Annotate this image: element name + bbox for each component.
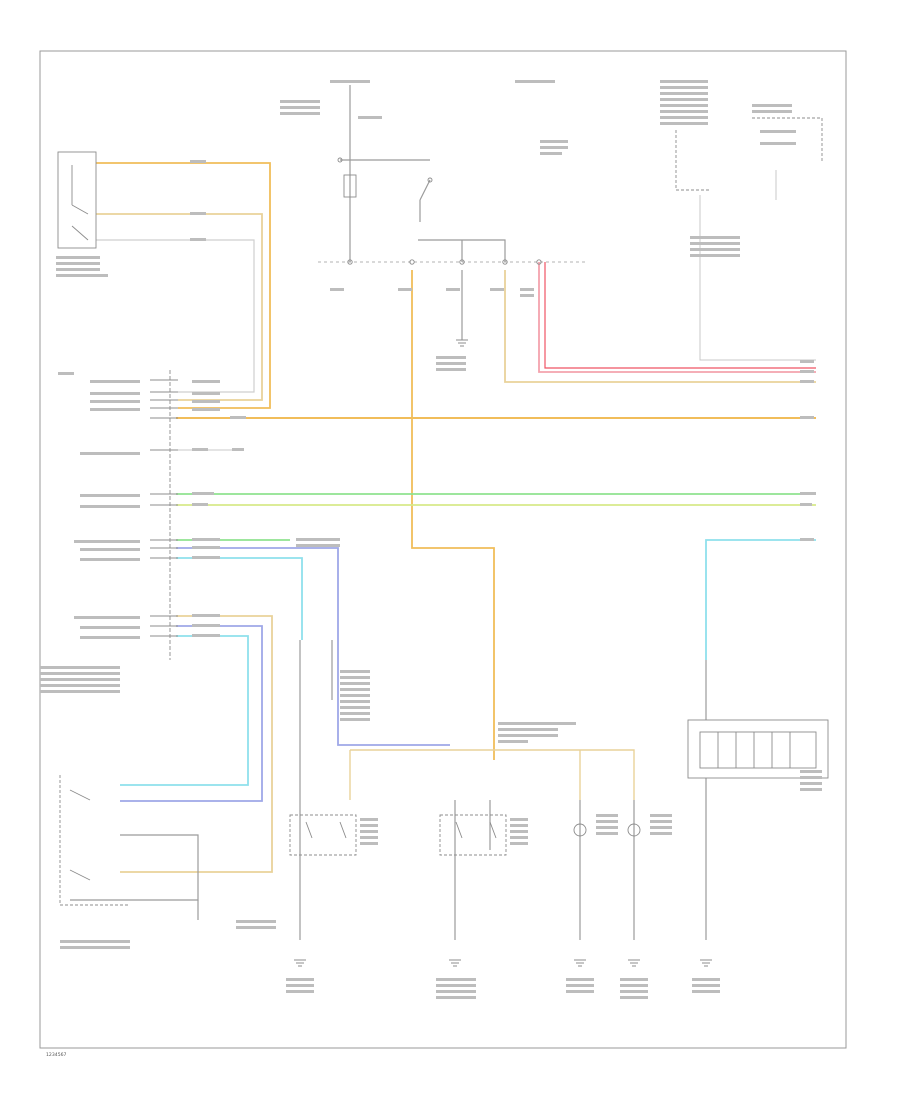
wire-orange-vertical	[411, 270, 495, 760]
wire-light-blue-1	[176, 557, 303, 640]
wire-pink-right	[538, 262, 816, 373]
right-turn-relay	[439, 814, 507, 856]
wire-grey-brake-3	[96, 239, 255, 393]
wire-tan-brake-2	[96, 213, 263, 401]
footer-code: 1234567	[46, 1052, 67, 1058]
ground-symbol-fuse	[456, 339, 468, 347]
wire-switch-ground	[70, 834, 199, 901]
wire-grey-right-module	[699, 195, 816, 361]
ground-symbols-bottom	[294, 959, 712, 967]
lamp-right	[627, 823, 641, 837]
illegible-label-marks	[40, 80, 822, 999]
wire-bus-top	[418, 239, 506, 262]
body-control-module	[150, 370, 178, 660]
wire-light-blue-lower	[120, 635, 249, 786]
transmission-module	[752, 117, 823, 162]
fuse-block	[337, 157, 542, 265]
wire-tan-bus	[350, 749, 635, 800]
data-link-connector	[687, 719, 829, 779]
wire-group-colored	[96, 162, 816, 873]
wire-switch	[419, 179, 431, 222]
lamp-left	[573, 823, 587, 837]
wire-orange-brake-1	[96, 162, 271, 409]
wire-blue-1	[176, 547, 450, 746]
turn-signal-switch	[59, 775, 130, 906]
wire-tan-lower	[120, 615, 273, 873]
instrument-cluster-module	[675, 130, 710, 191]
wire-red-right	[544, 262, 816, 369]
wire-blue-lower	[120, 625, 263, 802]
wire-light-blue-right	[705, 539, 816, 660]
wire-feed-top	[340, 85, 430, 161]
diagram-frame	[39, 50, 847, 1049]
wire-tan-right	[504, 270, 816, 383]
brake-pedal-switch	[57, 151, 97, 249]
left-turn-relay	[289, 814, 357, 856]
